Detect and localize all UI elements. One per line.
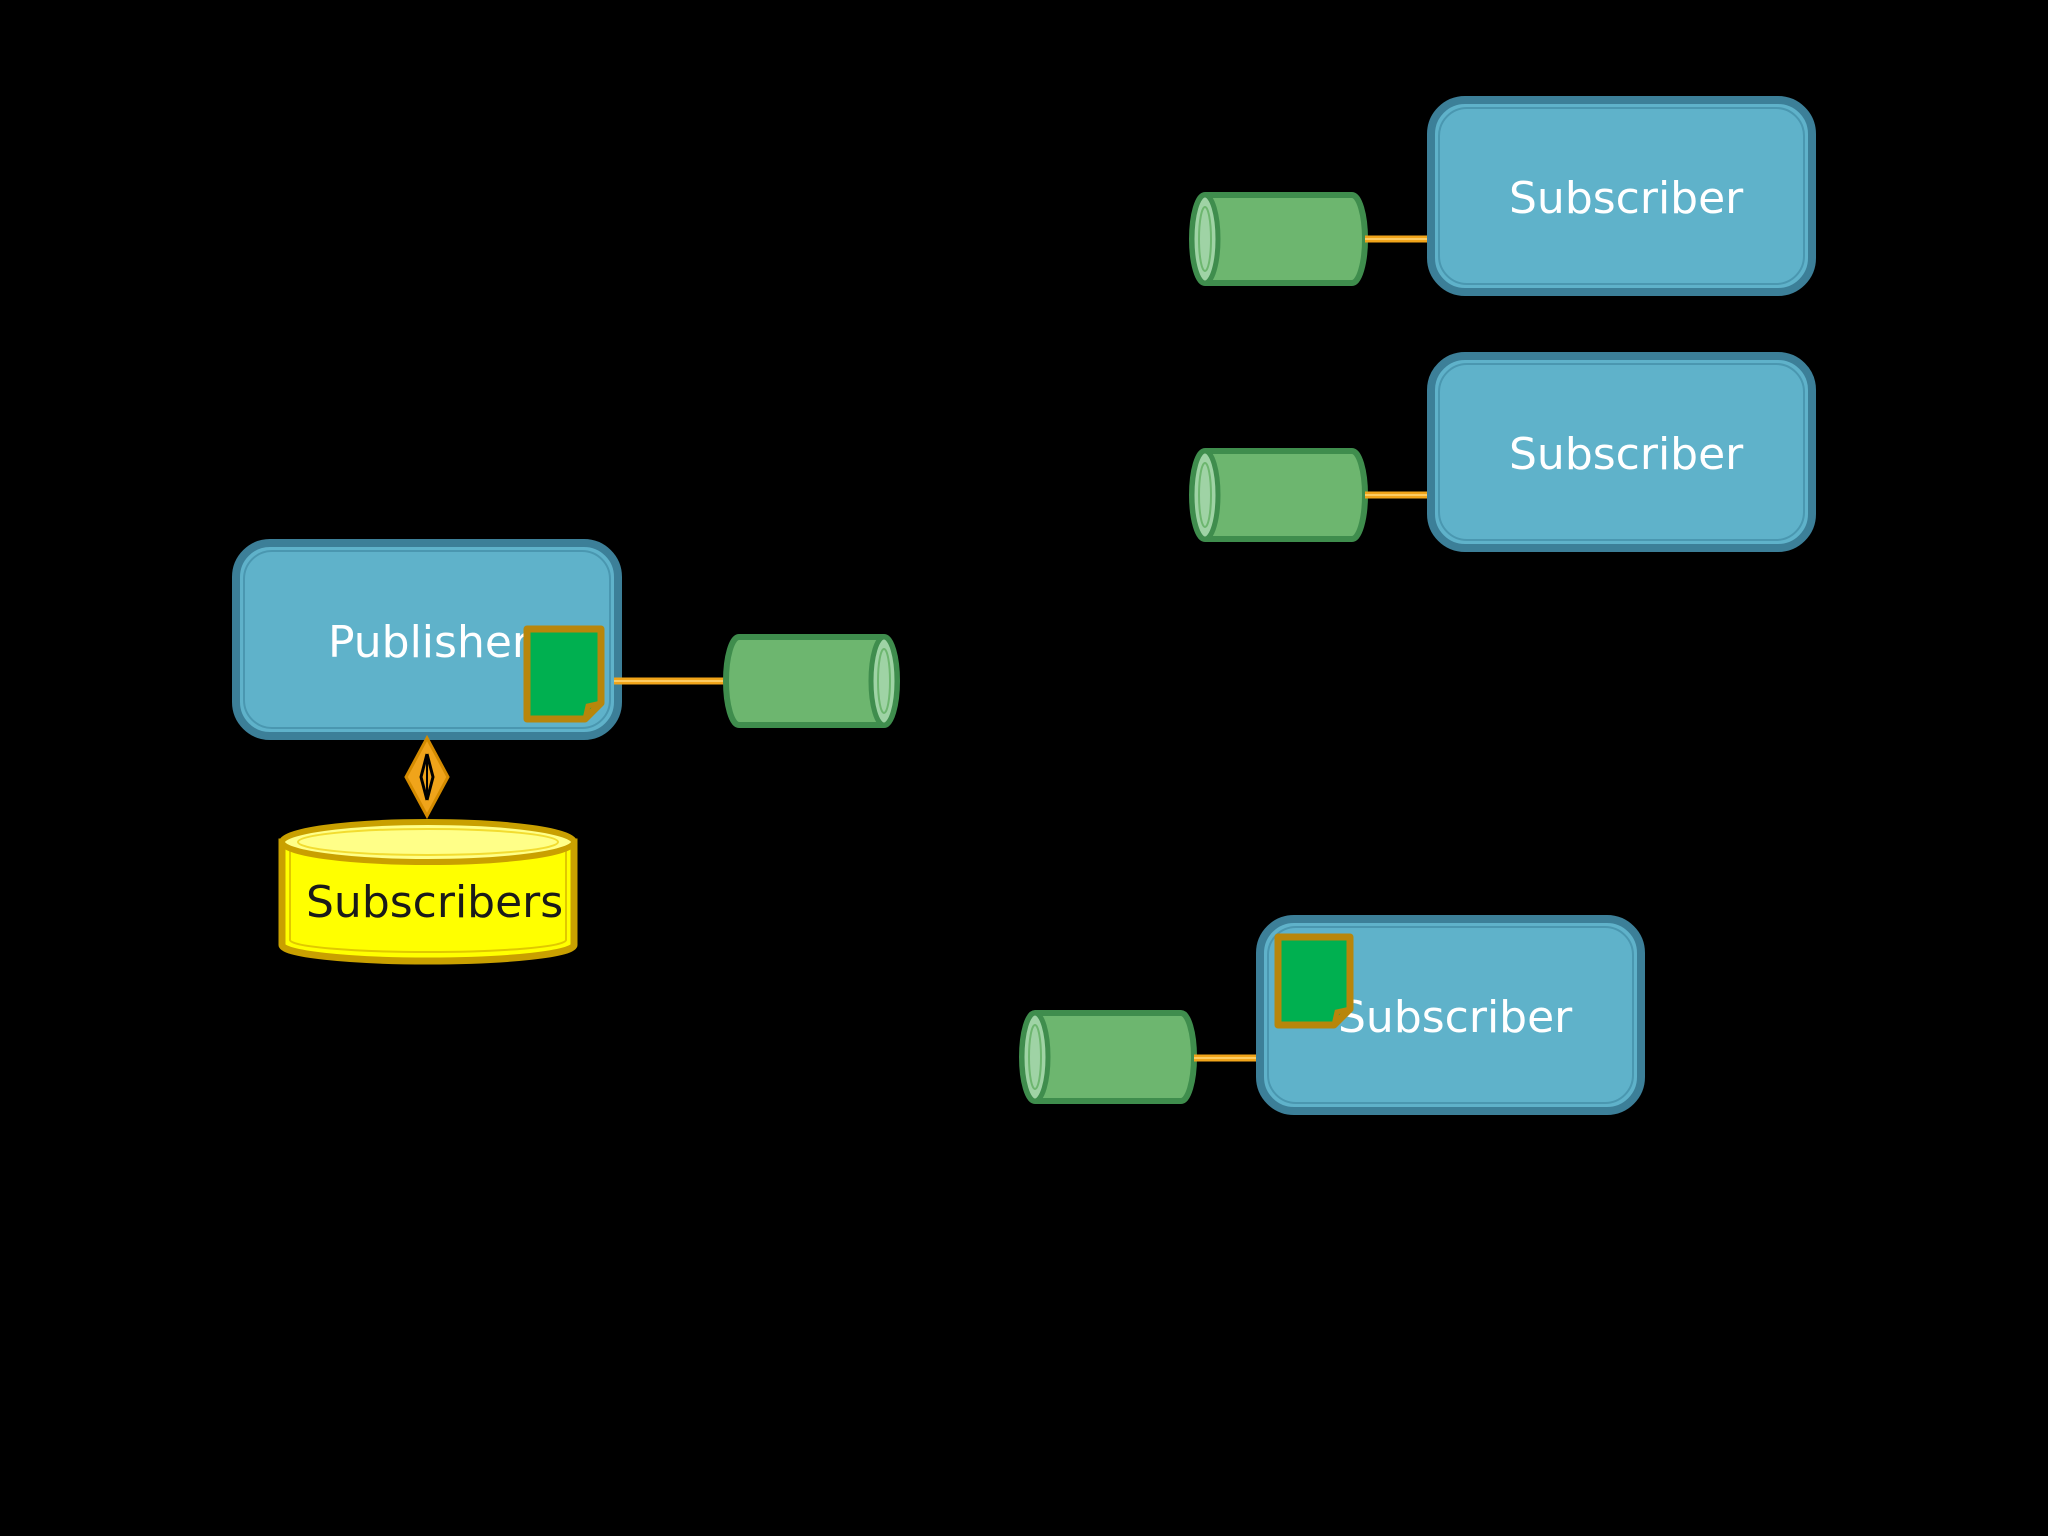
subscriber-label-3: Subscriber bbox=[1338, 992, 1573, 1043]
publisher-queue[interactable] bbox=[723, 634, 900, 728]
subscriber-queue-2[interactable] bbox=[1189, 448, 1368, 542]
subscriber-node-3[interactable]: Subscriber bbox=[1256, 915, 1645, 1115]
subscriber-queue-3[interactable] bbox=[1019, 1010, 1197, 1104]
subscriber-label-1: Subscriber bbox=[1509, 173, 1744, 224]
subscriber-node-1[interactable]: Subscriber bbox=[1427, 96, 1816, 296]
subscriber-node-2[interactable]: Subscriber bbox=[1427, 352, 1816, 552]
aggregation-diamond-icon bbox=[404, 734, 450, 820]
subscriber-queue-1[interactable] bbox=[1189, 192, 1368, 286]
subscribers-store[interactable]: Subscribers bbox=[278, 819, 578, 965]
message-icon bbox=[1274, 933, 1354, 1029]
publisher-node[interactable]: Publisher bbox=[232, 539, 622, 740]
subscriber-label-2: Subscriber bbox=[1509, 429, 1744, 480]
message-icon bbox=[523, 625, 605, 723]
publisher-label: Publisher bbox=[328, 617, 531, 668]
subscribers-store-label: Subscribers bbox=[306, 877, 563, 928]
